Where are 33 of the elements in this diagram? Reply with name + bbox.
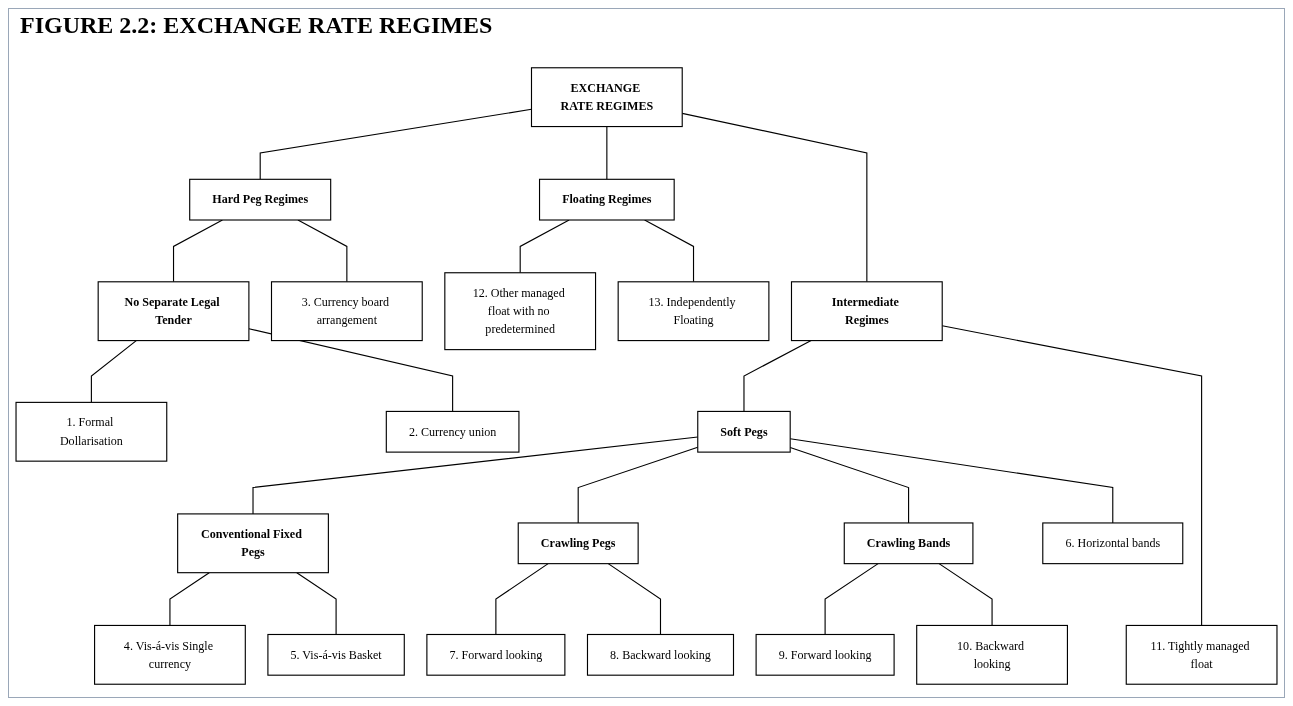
node-box: Crawling Bands [843, 522, 974, 565]
node-box: Intermediate Regimes [790, 281, 943, 342]
node-box: 7. Forward looking [426, 633, 566, 676]
node-box: 3. Currency board arrangement [270, 281, 423, 342]
connector [495, 563, 549, 636]
node-box: 1. Formal Dollarisation [15, 401, 168, 462]
figure-title: FIGURE 2.2: EXCHANGE RATE REGIMES [20, 12, 493, 39]
connector [824, 563, 879, 636]
node-box: No Separate Legal Tender [97, 281, 250, 342]
connector [519, 219, 570, 274]
node-box: 10. Backward looking [916, 624, 1068, 685]
node-box: Conventional Fixed Pegs [177, 513, 329, 574]
node-box: Hard Peg Regimes [189, 178, 332, 221]
connector [169, 572, 210, 626]
connector [90, 340, 137, 403]
node-box: 8. Backward looking [586, 633, 735, 676]
node-box: EXCHANGE RATE REGIMES [530, 67, 683, 128]
connector [607, 563, 662, 636]
node-box: Floating Regimes [538, 178, 675, 221]
node-box: Crawling Pegs [517, 522, 639, 565]
node-box: 4. Vis-á-vis Single currency [94, 624, 246, 685]
node-box: 13. Independently Floating [617, 281, 770, 342]
connector [938, 563, 993, 626]
node-box: 6. Horizontal bands [1042, 522, 1184, 565]
connector [606, 126, 608, 180]
node-box: 2. Currency union [385, 410, 520, 453]
node-box: 5. Vis-á-vis Basket [267, 633, 405, 676]
node-box: 9. Forward looking [755, 633, 895, 676]
node-box: 12. Other managed float with no predetermined [444, 272, 597, 351]
connector [743, 340, 812, 412]
node-box: Soft Pegs [697, 410, 791, 453]
connector [296, 572, 337, 636]
node-box: 11. Tightly managed float [1125, 624, 1278, 685]
